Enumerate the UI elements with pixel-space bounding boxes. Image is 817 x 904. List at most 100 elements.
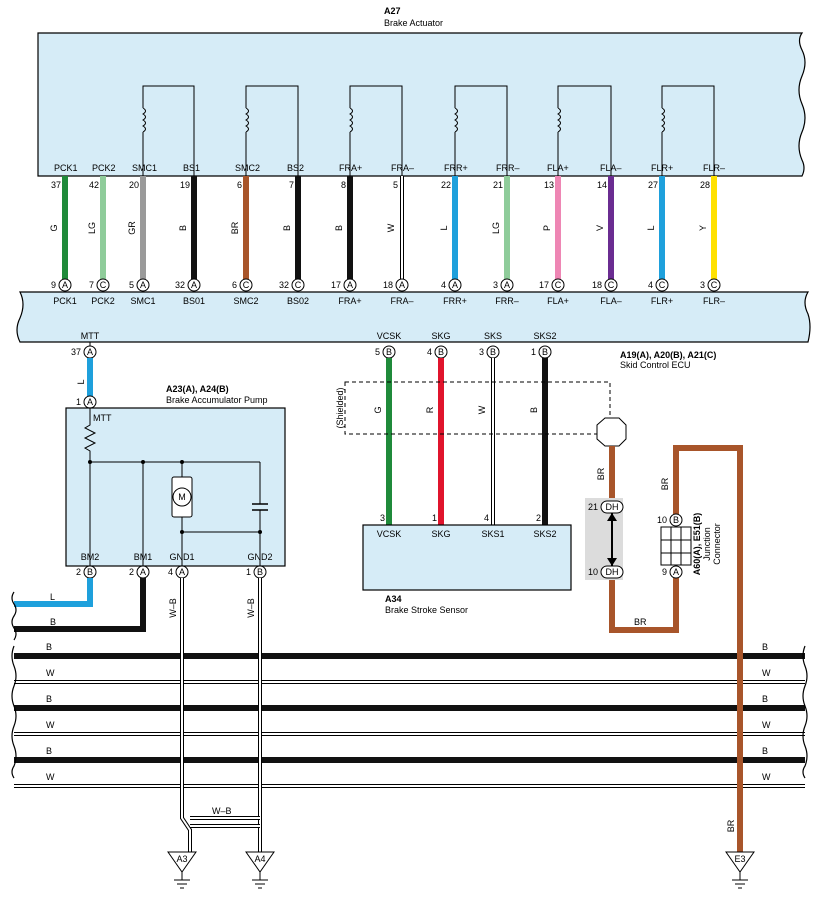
pump-terminal-label: BM1	[134, 552, 153, 562]
pump-ids: A23(A), A24(B)	[166, 384, 229, 394]
pump-terminal-label: GND2	[247, 552, 272, 562]
ground-label: E3	[734, 854, 745, 864]
sensor-wire-code: W	[477, 405, 487, 414]
ecu-terminal-conn: A	[62, 280, 68, 290]
actuator-pin: 37	[51, 180, 61, 190]
actuator-terminal: FLR+27	[648, 163, 673, 190]
actuator-wire-code: LG	[87, 222, 97, 234]
ecu-terminal-label: BS02	[287, 296, 309, 306]
actuator-pin: 22	[441, 180, 451, 190]
actuator-wire: V	[595, 176, 614, 279]
actuator-pin: 8	[341, 180, 346, 190]
pump-terminal-conn: A	[179, 567, 185, 577]
sensor-terminal-pin: 2	[536, 513, 541, 523]
ecu-terminal-pin: 18	[383, 280, 393, 290]
solenoid-3	[348, 85, 403, 176]
sensor-terminal-pin: 1	[432, 513, 437, 523]
junction-ids: A60(A), E51(B)	[692, 513, 702, 576]
bus-wire-code-left: W	[46, 720, 55, 730]
dh-bottom-pin: 10	[588, 567, 598, 577]
ecu-terminal-label: FRR–	[495, 296, 519, 306]
ecu-terminal-pin: 32	[175, 280, 185, 290]
junction-up-wire-code: BR	[660, 477, 670, 490]
ecu-terminal-conn: C	[243, 280, 250, 290]
dh-top-pin: 21	[588, 502, 598, 512]
actuator-wire: P	[542, 176, 561, 279]
gnd2-wire-code: W–B	[246, 598, 256, 618]
pump-terminal-pin: 2	[76, 567, 81, 577]
bus-wire-code-right: W	[762, 668, 771, 678]
dh-top-label: DH	[606, 502, 619, 512]
shield-drain-icon	[596, 417, 627, 447]
ecu-terminal-pin: 9	[51, 280, 56, 290]
actuator-terminal-label: FRR–	[496, 163, 520, 173]
actuator-wire: LG	[491, 176, 510, 279]
actuator-terminal: FLA+13	[544, 163, 569, 190]
pump-terminal-label: GND1	[169, 552, 194, 562]
pump-terminal-label: BM2	[81, 552, 100, 562]
ground-icon: A3	[167, 851, 197, 889]
actuator-solenoids	[141, 85, 715, 176]
ecu-terminal-label: FLR–	[703, 296, 725, 306]
actuator-wire-code: GR	[127, 221, 137, 235]
actuator-terminal: FRR–21	[493, 163, 520, 190]
ecu-sensor-pin-num: 1	[531, 347, 536, 357]
pump-terminal-pin: 4	[168, 567, 173, 577]
actuator-terminal-label: FRR+	[444, 163, 468, 173]
actuator-pin: 20	[129, 180, 139, 190]
junction-name1: Junction	[702, 527, 712, 561]
actuator-terminal-label: PCK1	[54, 163, 78, 173]
actuator-terminal: FLA–14	[597, 163, 622, 190]
sensor-terminal-label: SKS1	[481, 529, 504, 539]
ecu-terminal-pin: 17	[331, 280, 341, 290]
ecu-terminal-pin: 18	[592, 280, 602, 290]
sensor-terminal-pin: 4	[484, 513, 489, 523]
actuator-wire-code: B	[178, 225, 188, 231]
ecu-sensor-pin-num: 4	[427, 347, 432, 357]
actuator-terminal: PCK1 37	[51, 163, 78, 190]
ecu-terminal-conn: C	[100, 280, 107, 290]
ecu-terminal-label: FLA+	[547, 296, 569, 306]
bus-wire-code-right: W	[762, 720, 771, 730]
pump-terminal-pin: 1	[246, 567, 251, 577]
solenoid-5	[556, 85, 612, 176]
actuator-wire: B	[334, 176, 353, 279]
bus-wire-code-right: B	[762, 746, 768, 756]
ecu-terminal-conn: C	[659, 280, 666, 290]
pump-top-conn: A	[87, 397, 93, 407]
bus-wire-code-left: W	[46, 772, 55, 782]
sensor-terminal-label: VCSK	[377, 529, 402, 539]
pump-top-pin: 1	[76, 397, 81, 407]
harness-left-wires: LB	[11, 578, 146, 641]
actuator-wire-code: G	[49, 224, 59, 231]
pump-terminal-conn: B	[257, 567, 263, 577]
actuator-wire-code: Y	[698, 225, 708, 231]
e3-wire-code: BR	[726, 819, 736, 832]
actuator-pin: 5	[393, 180, 398, 190]
